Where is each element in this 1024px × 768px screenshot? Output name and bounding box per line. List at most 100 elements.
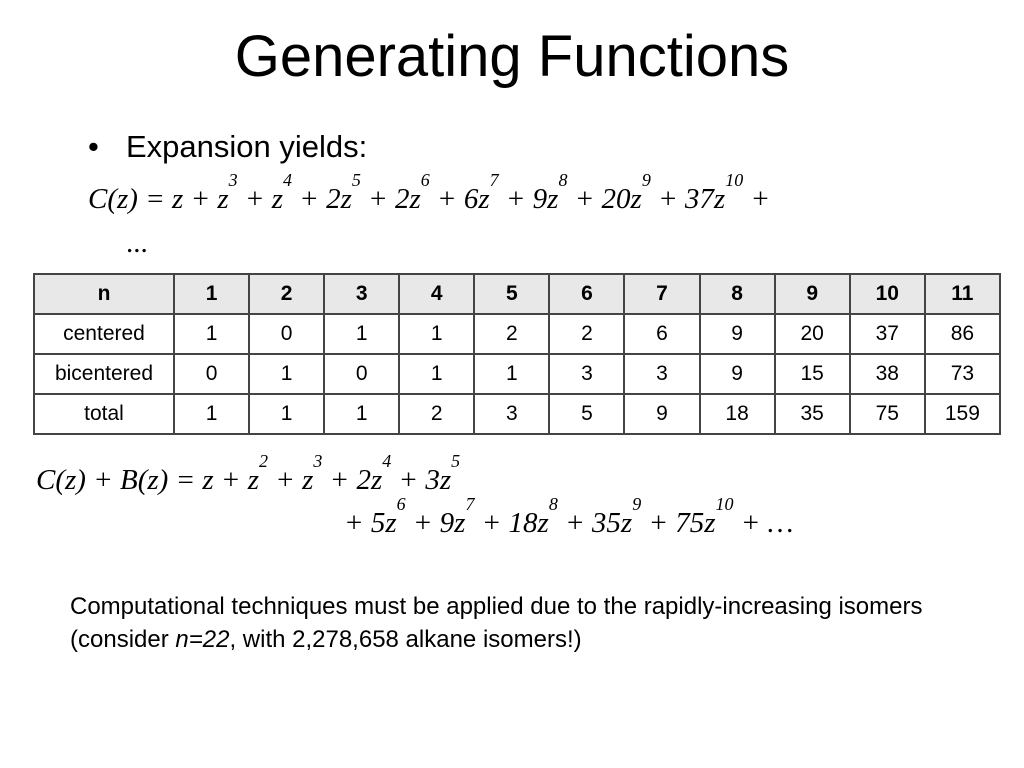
header-cell: 10 (848, 273, 926, 315)
cz-exp: 3 (228, 170, 238, 190)
table-cell: 1 (398, 353, 476, 395)
table-cell: 86 (923, 313, 1002, 355)
centered-generating-function: C(z) = z + z3 + z4 + 2z5 + 2z6 + 6z7 + 9… (88, 171, 771, 216)
row-label: total (33, 393, 175, 435)
cb-exp: 4 (382, 451, 392, 471)
cb-exp: 9 (632, 494, 642, 514)
table-row-total: total 1 1 1 2 3 5 9 18 35 75 159 (33, 393, 1002, 435)
table-cell: 1 (172, 313, 251, 355)
table-cell: 9 (698, 313, 776, 355)
cz-exp: 10 (725, 170, 744, 190)
table-cell: 1 (473, 353, 551, 395)
cb-exp: 3 (313, 451, 323, 471)
cb-term: + 5z (344, 507, 397, 539)
slide-title: Generating Functions (234, 24, 790, 89)
table-cell: 73 (923, 353, 1002, 395)
header-cell: 1 (172, 273, 251, 315)
cb-exp: 2 (259, 451, 269, 471)
cb-term: + 35z (557, 507, 633, 539)
table-cell: 1 (248, 393, 326, 435)
cb-exp: 10 (715, 494, 734, 514)
header-cell: 8 (698, 273, 776, 315)
table-cell: 9 (698, 353, 776, 395)
header-cell: 7 (623, 273, 701, 315)
cb-term: + 75z (641, 507, 716, 539)
computational-note: Computational techniques must be applied… (70, 590, 950, 656)
header-cell: 11 (923, 273, 1002, 315)
cz-term: + 20z (574, 183, 642, 215)
isomer-count-table: n 1 2 3 4 5 6 7 8 9 10 11 centered 1 0 1… (33, 273, 1002, 435)
cb-term: C(z) + B(z) = z + z (36, 464, 260, 496)
table-cell: 35 (773, 393, 851, 435)
cb-exp: 5 (451, 451, 461, 471)
table-cell: 38 (848, 353, 926, 395)
cb-term: + z (268, 464, 314, 496)
note-text-end: , with 2,278,658 alkane isomers!) (229, 626, 582, 653)
table-cell: 1 (323, 393, 401, 435)
header-cell: 9 (773, 273, 851, 315)
table-cell: 75 (848, 393, 926, 435)
cz-term: + 2z (299, 183, 352, 215)
cz-exp: 8 (558, 170, 568, 190)
table-row-centered: centered 1 0 1 1 2 2 6 9 20 37 86 (33, 313, 1002, 355)
bullet-marker: • (88, 129, 99, 164)
table-cell: 1 (323, 313, 401, 355)
cz-lhs: C(z) = (88, 183, 173, 215)
header-cell: 5 (473, 273, 551, 315)
cb-exp: 6 (396, 494, 406, 514)
table-cell: 6 (623, 313, 701, 355)
cb-term: + 18z (474, 507, 549, 539)
table-cell: 1 (248, 353, 326, 395)
table-cell: 1 (172, 393, 251, 435)
table-cell: 9 (623, 393, 701, 435)
cz-exp: 7 (489, 170, 499, 190)
combined-generating-function-line2: + 5z6 + 9z7 + 18z8 + 35z9 + 75z10 + … (344, 495, 793, 540)
table-cell: 2 (473, 313, 551, 355)
bullet-text: Expansion yields: (126, 129, 368, 164)
header-cell: 2 (248, 273, 326, 315)
cb-term: + 3z (391, 464, 452, 496)
header-cell: 6 (548, 273, 626, 315)
table-cell: 3 (473, 393, 551, 435)
bullet-point: • Expansion yields: (88, 128, 367, 166)
table-header-row: n 1 2 3 4 5 6 7 8 9 10 11 (33, 273, 1002, 315)
table-row-bicentered: bicentered 0 1 0 1 1 3 3 9 15 38 73 (33, 353, 1002, 395)
cz-exp: 4 (283, 170, 293, 190)
table-cell: 2 (548, 313, 626, 355)
cz-term: z (172, 183, 184, 215)
table-cell: 5 (548, 393, 626, 435)
table-cell: 3 (623, 353, 701, 395)
note-text: Computational techniques must be applied… (70, 593, 923, 653)
cz-term: + 9z (505, 183, 559, 215)
cz-term: + z (190, 183, 229, 215)
table-cell: 15 (773, 353, 851, 395)
table-cell: 18 (698, 393, 776, 435)
table-cell: 2 (398, 393, 476, 435)
table-cell: 0 (248, 313, 326, 355)
table-cell: 1 (398, 313, 476, 355)
header-cell: n (33, 273, 175, 315)
table-cell: 0 (172, 353, 251, 395)
cz-term: + (750, 183, 771, 215)
row-label: centered (33, 313, 175, 355)
table-cell: 20 (773, 313, 851, 355)
combined-generating-function-line1: C(z) + B(z) = z + z2 + z3 + 2z4 + 3z5 (36, 452, 460, 497)
cz-exp: 5 (351, 170, 361, 190)
table-cell: 37 (848, 313, 926, 355)
table-cell: 0 (323, 353, 401, 395)
cz-term: + 37z (658, 183, 726, 215)
cb-exp: 7 (465, 494, 475, 514)
cb-term: + 2z (322, 464, 383, 496)
centered-continuation: ... (126, 227, 148, 259)
cz-term: + 2z (368, 183, 421, 215)
cz-exp: 6 (420, 170, 430, 190)
table-cell: 3 (548, 353, 626, 395)
cb-exp: 8 (548, 494, 558, 514)
cz-exp: 9 (641, 170, 651, 190)
cz-term: + 6z (437, 183, 490, 215)
header-cell: 3 (323, 273, 401, 315)
table-cell: 159 (923, 393, 1002, 435)
note-emphasis: n=22 (175, 626, 230, 653)
header-cell: 4 (398, 273, 476, 315)
cb-term: + 9z (405, 507, 466, 539)
